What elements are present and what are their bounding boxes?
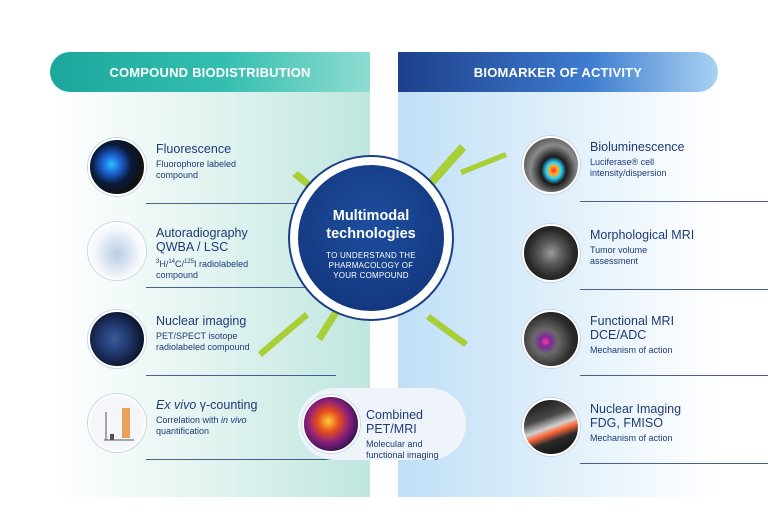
divider bbox=[580, 463, 768, 464]
spike-bottom-left bbox=[258, 312, 309, 357]
autoradiography-image bbox=[88, 222, 146, 280]
spike-bottom-right bbox=[426, 314, 468, 347]
divider bbox=[580, 201, 768, 202]
morphological-mri-title: Morphological MRI bbox=[590, 228, 695, 242]
pet-mri-image bbox=[302, 395, 360, 453]
divider bbox=[146, 203, 336, 204]
nuclear-imaging-fdg-desc: Mechanism of action bbox=[590, 433, 673, 443]
functional-mri-image bbox=[522, 310, 580, 368]
functional-mri-desc: Mechanism of action bbox=[590, 345, 673, 355]
nuclear-imaging-title: Nuclear imaging bbox=[156, 314, 247, 328]
bioluminescence-image bbox=[522, 136, 580, 194]
gamma-counter-icon bbox=[104, 408, 134, 441]
bioluminescence-title: Bioluminescence bbox=[590, 140, 685, 154]
divider bbox=[580, 375, 768, 376]
fluorescence-image bbox=[88, 138, 146, 196]
divider bbox=[146, 287, 336, 288]
morphological-mri-image bbox=[522, 224, 580, 282]
nuclear-imaging-image bbox=[88, 310, 146, 368]
biomarker-of-activity-header: BIOMARKER OF ACTIVITY bbox=[398, 52, 718, 92]
divider bbox=[580, 289, 768, 290]
combined-title: Combined PET/MRI bbox=[366, 408, 423, 436]
divider bbox=[146, 375, 336, 376]
divider bbox=[146, 459, 336, 460]
fluorescence-title: Fluorescence bbox=[156, 142, 232, 156]
ex-vivo-counting-item: Ex vivo γ-counting Correlation with in v… bbox=[88, 390, 336, 466]
gamma-counter-image bbox=[88, 394, 146, 452]
ex-vivo-title: Ex vivo γ-counting bbox=[156, 398, 258, 412]
spike-top-right-long bbox=[460, 152, 507, 175]
compound-biodistribution-header: COMPOUND BIODISTRIBUTION bbox=[50, 52, 370, 92]
nuclear-imaging-fdg-image bbox=[522, 398, 580, 456]
